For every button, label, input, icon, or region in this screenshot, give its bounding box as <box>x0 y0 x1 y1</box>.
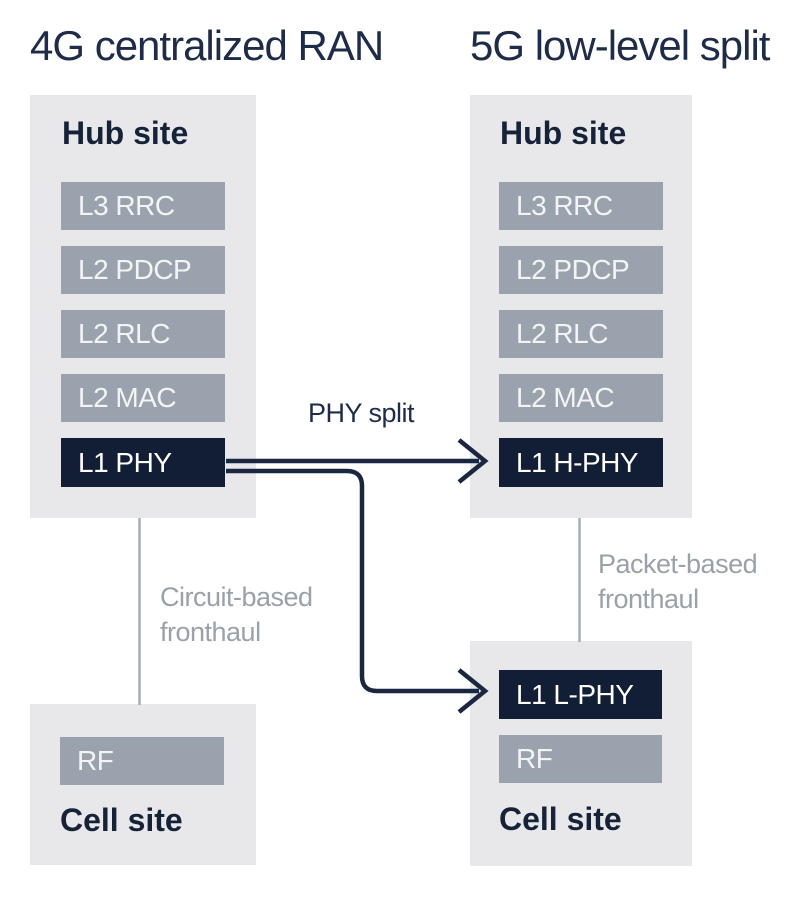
layer-box-l1-l-phy: L1 L-PHY <box>499 670 662 719</box>
layer-box-l2-rlc: L2 RLC <box>499 310 663 358</box>
layer-box-l2-pdcp: L2 PDCP <box>61 246 225 294</box>
right-diagram-title: 5G low-level split <box>470 22 770 69</box>
layer-box-l1-phy: L1 PHY <box>61 438 225 487</box>
phy-split-label: PHY split <box>307 398 415 428</box>
left-hub-site-container: Hub site L3 RRC L2 PDCP L2 RLC L2 MAC L1… <box>30 95 256 518</box>
layer-box-l2-pdcp: L2 PDCP <box>499 246 663 294</box>
layer-box-l3-rrc: L3 RRC <box>61 182 225 230</box>
layer-box-rf: RF <box>499 735 662 783</box>
packet-fronthaul-label: Packet-based fronthaul <box>598 549 758 614</box>
left-cell-site-heading: Cell site <box>60 802 183 838</box>
left-cell-site-container: RF Cell site <box>30 704 256 865</box>
right-hub-site-container: Hub site L3 RRC L2 PDCP L2 RLC L2 MAC L1… <box>470 95 692 518</box>
layer-box-l3-rrc: L3 RRC <box>499 182 663 230</box>
layer-box-l1-h-phy: L1 H-PHY <box>499 438 663 487</box>
left-diagram-title: 4G centralized RAN <box>30 22 384 69</box>
right-cell-site-container: L1 L-PHY RF Cell site <box>470 641 692 866</box>
layer-box-rf: RF <box>60 737 224 785</box>
right-hub-site-heading: Hub site <box>500 115 627 151</box>
left-hub-site-heading: Hub site <box>62 115 189 151</box>
layer-box-l2-rlc: L2 RLC <box>61 310 225 358</box>
layer-box-l2-mac: L2 MAC <box>61 374 225 422</box>
layer-box-l2-mac: L2 MAC <box>499 374 663 422</box>
circuit-fronthaul-label: Circuit-based fronthaul <box>160 582 313 647</box>
right-cell-site-heading: Cell site <box>499 801 622 837</box>
